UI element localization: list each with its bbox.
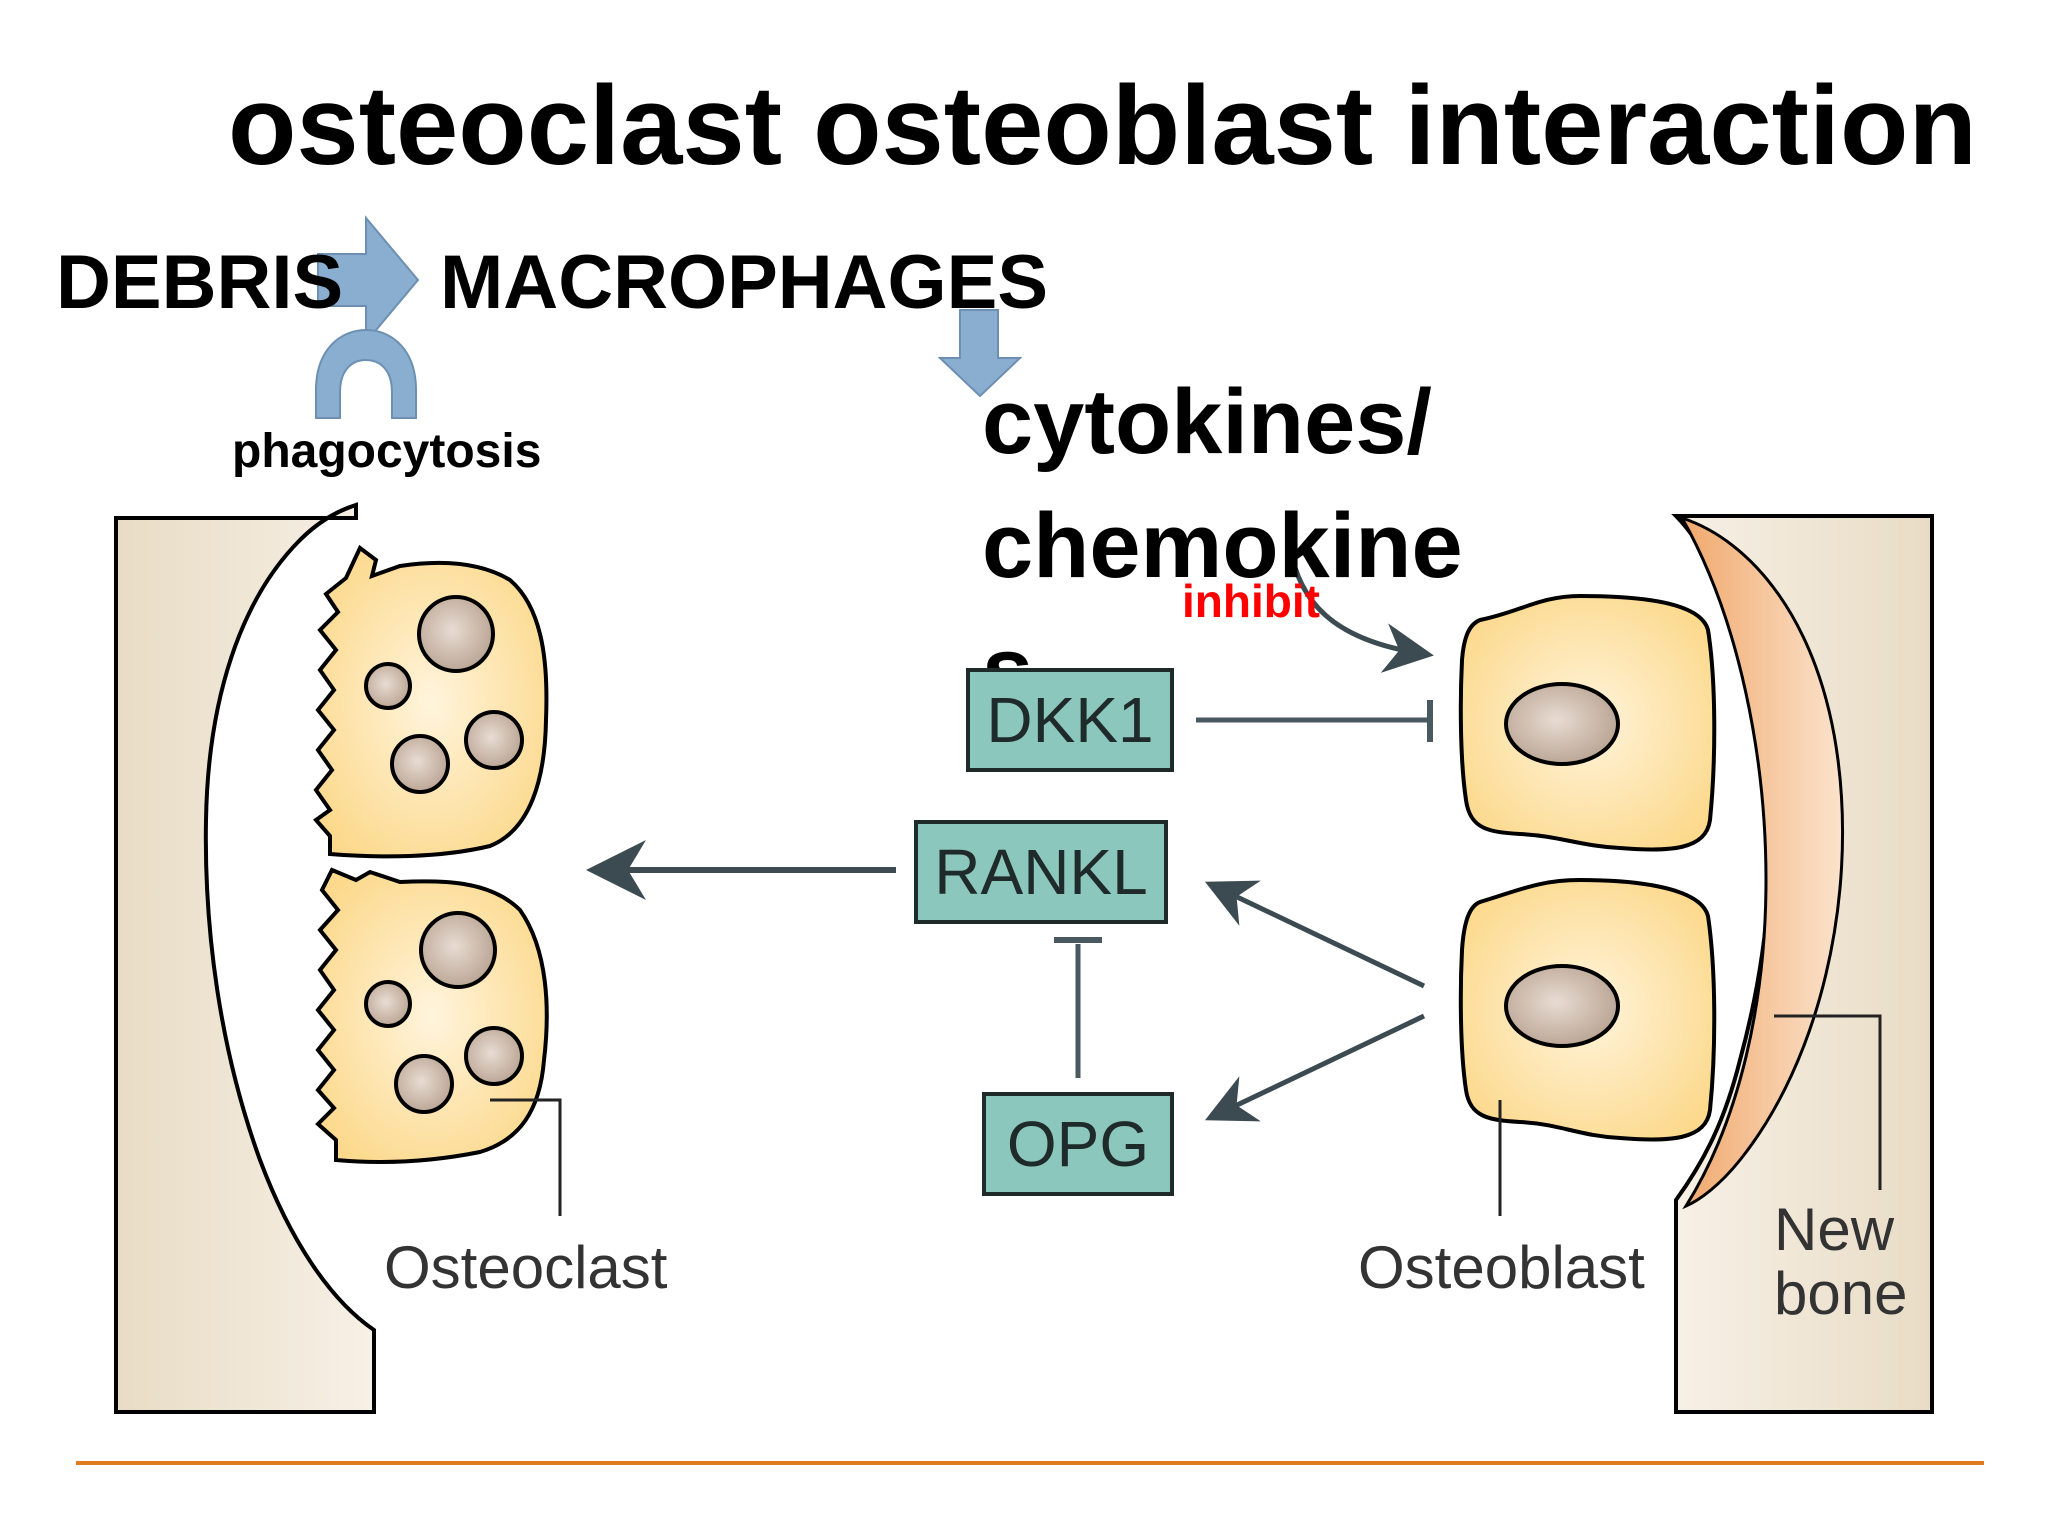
footer-divider <box>76 1461 1984 1465</box>
debris-label: DEBRIS <box>56 240 344 325</box>
osteoblast-to-opg-arrow <box>1204 1013 1426 1122</box>
slide-title: osteoclast osteoblast interaction <box>228 63 1977 188</box>
cytokines-line-2: chemokine <box>982 495 1463 597</box>
inhibit-label: inhibit <box>1182 575 1320 627</box>
phagocytosis-label: phagocytosis <box>232 425 542 478</box>
macrophages-to-cytokines-arrow <box>937 309 1023 398</box>
macrophages-label: MACROPHAGES <box>440 240 1049 325</box>
osteoclast-label: Osteoclast <box>384 1234 668 1301</box>
osteoclast-leader <box>490 1098 562 1216</box>
osteoblast-to-rankl-arrow <box>1204 880 1426 989</box>
osteoblast-top <box>1458 593 1717 852</box>
osteoblast-label: Osteoblast <box>1358 1234 1645 1301</box>
debris-to-macrophages-arrow <box>317 215 420 345</box>
rankl-box: RANKL <box>914 820 1168 924</box>
new-bone-leader <box>1774 1014 1882 1190</box>
dkk1-box: DKK1 <box>966 668 1174 772</box>
osteoblast-bottom <box>1458 877 1717 1142</box>
cytokine-inhibit-arrow <box>1287 547 1434 673</box>
osteoclast-top <box>313 544 549 859</box>
new-bone-label-line-2: bone <box>1774 1260 1908 1327</box>
phagocytosis-arc <box>315 328 417 419</box>
opg-box: OPG <box>982 1092 1174 1196</box>
new-bone <box>1678 515 1844 1210</box>
osteoclast-bottom <box>315 867 549 1164</box>
new-bone-label: New bone <box>1774 1198 1954 1326</box>
new-bone-label-line-1: New <box>1774 1196 1895 1263</box>
cytokines-line-1: cytokines/ <box>982 371 1432 473</box>
